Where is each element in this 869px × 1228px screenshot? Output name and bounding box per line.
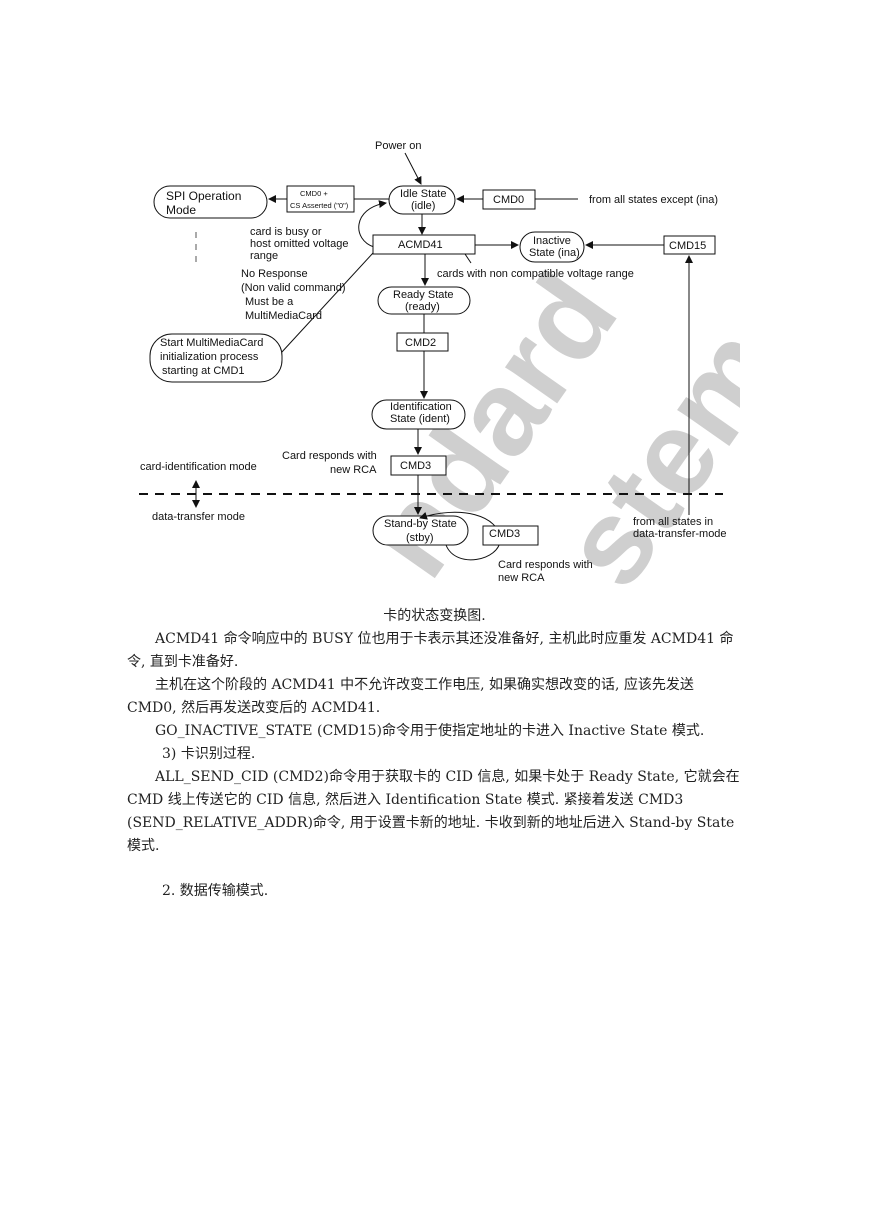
no-response-line2: (Non valid command) (241, 282, 346, 294)
paragraph-cmd2-cmd3: ALL_SEND_CID (CMD2)命令用于获取卡的 CID 信息, 如果卡处… (127, 769, 740, 854)
idle-state-line1: Idle State (400, 188, 446, 200)
standby-state-line1: Stand-by State (384, 518, 457, 530)
cmd3-a-label: CMD3 (400, 460, 431, 472)
paragraph-acmd41-busy: ACMD41 命令响应中的 BUSY 位也用于卡表示其还没准备好, 主机此时应重… (127, 631, 734, 670)
from-all-states-label: from all states except (ina) (589, 194, 718, 206)
spi-mode-line2: Mode (166, 203, 196, 217)
ident-state-line1: Identification (390, 401, 452, 413)
no-response-line4: MultiMediaCard (245, 310, 322, 322)
from-all-transfer-line2: data-transfer-mode (633, 528, 727, 540)
mmc-init-line1: Start MultiMediaCard (160, 337, 263, 349)
from-all-transfer-line1: from all states in (633, 516, 713, 528)
card-responds-1-line1: Card responds with (282, 450, 377, 462)
cs-box-line1: CMD0 + (300, 189, 328, 198)
card-responds-1-line2: new RCA (330, 464, 377, 476)
leader-acmd41-to-mmc (280, 252, 374, 354)
busy-note-line3: range (250, 250, 278, 262)
idle-state-line2: (idle) (411, 200, 435, 212)
section-heading-card-identification: 3) 卡识别过程. (162, 746, 256, 762)
busy-note-line2: host omitted voltage (250, 238, 348, 250)
busy-retry-loop (358, 200, 387, 248)
mmc-init-node (149, 333, 283, 383)
standby-state-line2: (stby) (406, 532, 434, 544)
inactive-state-node (519, 231, 585, 263)
ready-state-line1: Ready State (393, 289, 454, 301)
leader-non-compatible (464, 253, 472, 264)
cs-box-line2: CS Asserted ("0") (290, 201, 349, 210)
mmc-init-line2: initialization process (160, 351, 259, 363)
ident-state-line2: State (ident) (390, 413, 450, 425)
spi-mode-line1: SPI Operation (166, 189, 241, 203)
card-identification-mode-label: card-identification mode (140, 461, 257, 473)
cmd3-box-b (482, 525, 539, 546)
mmc-init-line3: starting at CMD1 (162, 365, 245, 377)
power-on-arrow (404, 152, 422, 185)
ready-state-line2: (ready) (405, 301, 440, 313)
busy-note-line1: card is busy or (250, 226, 322, 238)
cmd2-label: CMD2 (405, 337, 436, 349)
power-on-label: Power on (375, 140, 421, 152)
card-responds-2-line2: new RCA (498, 572, 545, 584)
paragraph-voltage-change: 主机在这个阶段的 ACMD41 中不允许改变工作电压, 如果确实想改变的话, 应… (127, 677, 694, 716)
paragraph-cmd15: GO_INACTIVE_STATE (CMD15)命令用于使指定地址的卡进入 I… (155, 723, 705, 739)
cmd0-label: CMD0 (493, 194, 524, 206)
cmd2-box (396, 332, 449, 352)
spi-operation-mode-node (153, 185, 268, 219)
no-response-line3: Must be a (245, 296, 294, 308)
card-responds-2-line1: Card responds with (498, 559, 593, 571)
body-text: ACMD41 命令响应中的 BUSY 位也用于卡表示其还没准备好, 主机此时应重… (127, 628, 747, 903)
data-transfer-mode-label: data-transfer mode (152, 511, 245, 523)
cmd3-b-label: CMD3 (489, 528, 520, 540)
acmd41-label: ACMD41 (398, 239, 443, 251)
inactive-state-line2: State (ina) (529, 247, 580, 259)
state-transition-diagram: ndard stem Power on SPI Operation Mode C… (139, 140, 740, 600)
section-heading-data-transfer: 2. 数据传输模式. (162, 883, 269, 899)
cmd15-label: CMD15 (669, 240, 706, 252)
figure-caption: 卡的状态变换图. (383, 608, 486, 624)
non-compatible-label: cards with non compatible voltage range (437, 268, 634, 280)
inactive-state-line1: Inactive (533, 235, 571, 247)
no-response-line1: No Response (241, 268, 308, 280)
